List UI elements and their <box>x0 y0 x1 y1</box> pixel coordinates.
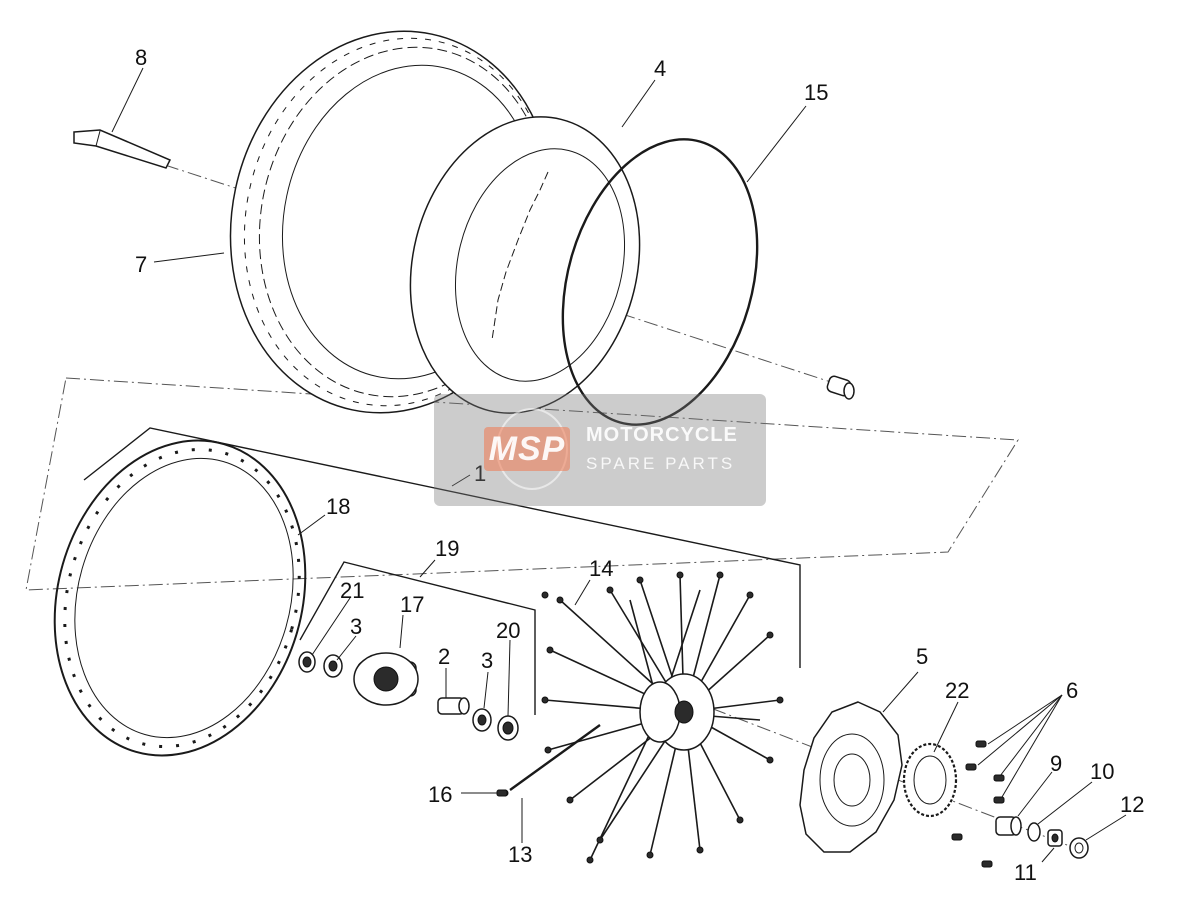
callout-3b: 3 <box>481 648 493 673</box>
bearing-3a-part <box>323 654 343 678</box>
callout-22: 22 <box>945 678 969 703</box>
brake-disc-part <box>799 701 903 853</box>
callout-10: 10 <box>1090 759 1114 784</box>
callout-19: 19 <box>435 536 459 561</box>
axle-part <box>73 129 172 169</box>
callout-13: 13 <box>508 842 532 867</box>
inner-tube-part <box>409 116 641 414</box>
watermark-subtitle: SPARE PARTS <box>586 454 736 473</box>
spacer-9-part <box>995 816 1022 836</box>
spoke-nipples <box>501 571 784 864</box>
watermark: MSP MOTORCYCLE SPARE PARTS <box>434 394 766 506</box>
nut-11-part <box>1047 829 1063 847</box>
callout-8: 8 <box>135 45 147 70</box>
watermark-title: MOTORCYCLE <box>586 424 738 446</box>
callout-18: 18 <box>326 494 350 519</box>
disc-bolts-part <box>951 740 1005 868</box>
bearing-3b-part <box>472 708 492 732</box>
callout-12: 12 <box>1120 792 1144 817</box>
callout-2: 2 <box>438 644 450 669</box>
spacer-2-part <box>437 697 470 715</box>
callout-7: 7 <box>135 252 147 277</box>
set-screw-16-part <box>496 789 508 797</box>
bracket-group-1 <box>83 427 801 668</box>
callout-20: 20 <box>496 618 520 643</box>
tone-wheel-part <box>902 742 958 818</box>
cap-12-part <box>1069 837 1089 859</box>
callout-11: 11 <box>1014 860 1037 885</box>
callout-17: 17 <box>400 592 424 617</box>
callout-6: 6 <box>1066 678 1078 703</box>
hub-17-part <box>353 652 419 706</box>
wheel-hub-assembled <box>639 673 715 751</box>
bracket-group-19 <box>299 561 536 715</box>
washer-10-part <box>1027 822 1041 842</box>
rim-band-part <box>561 138 759 426</box>
callout-14: 14 <box>589 556 613 581</box>
assembly-boundary <box>25 377 1019 591</box>
seal-20-part <box>497 715 519 741</box>
callout-15: 15 <box>804 80 828 105</box>
callout-4: 4 <box>654 56 666 81</box>
leader-lines <box>111 67 1127 863</box>
watermark-logo: MSP <box>484 427 570 471</box>
callout-16: 16 <box>428 782 452 807</box>
callout-5: 5 <box>916 644 928 669</box>
callout-3a: 3 <box>350 614 362 639</box>
spacer-part <box>826 375 855 400</box>
rim-part <box>53 439 307 757</box>
callout-1: 1 <box>474 461 486 486</box>
callout-21: 21 <box>340 578 364 603</box>
bearing-21-part <box>298 651 316 673</box>
callout-9: 9 <box>1050 751 1062 776</box>
